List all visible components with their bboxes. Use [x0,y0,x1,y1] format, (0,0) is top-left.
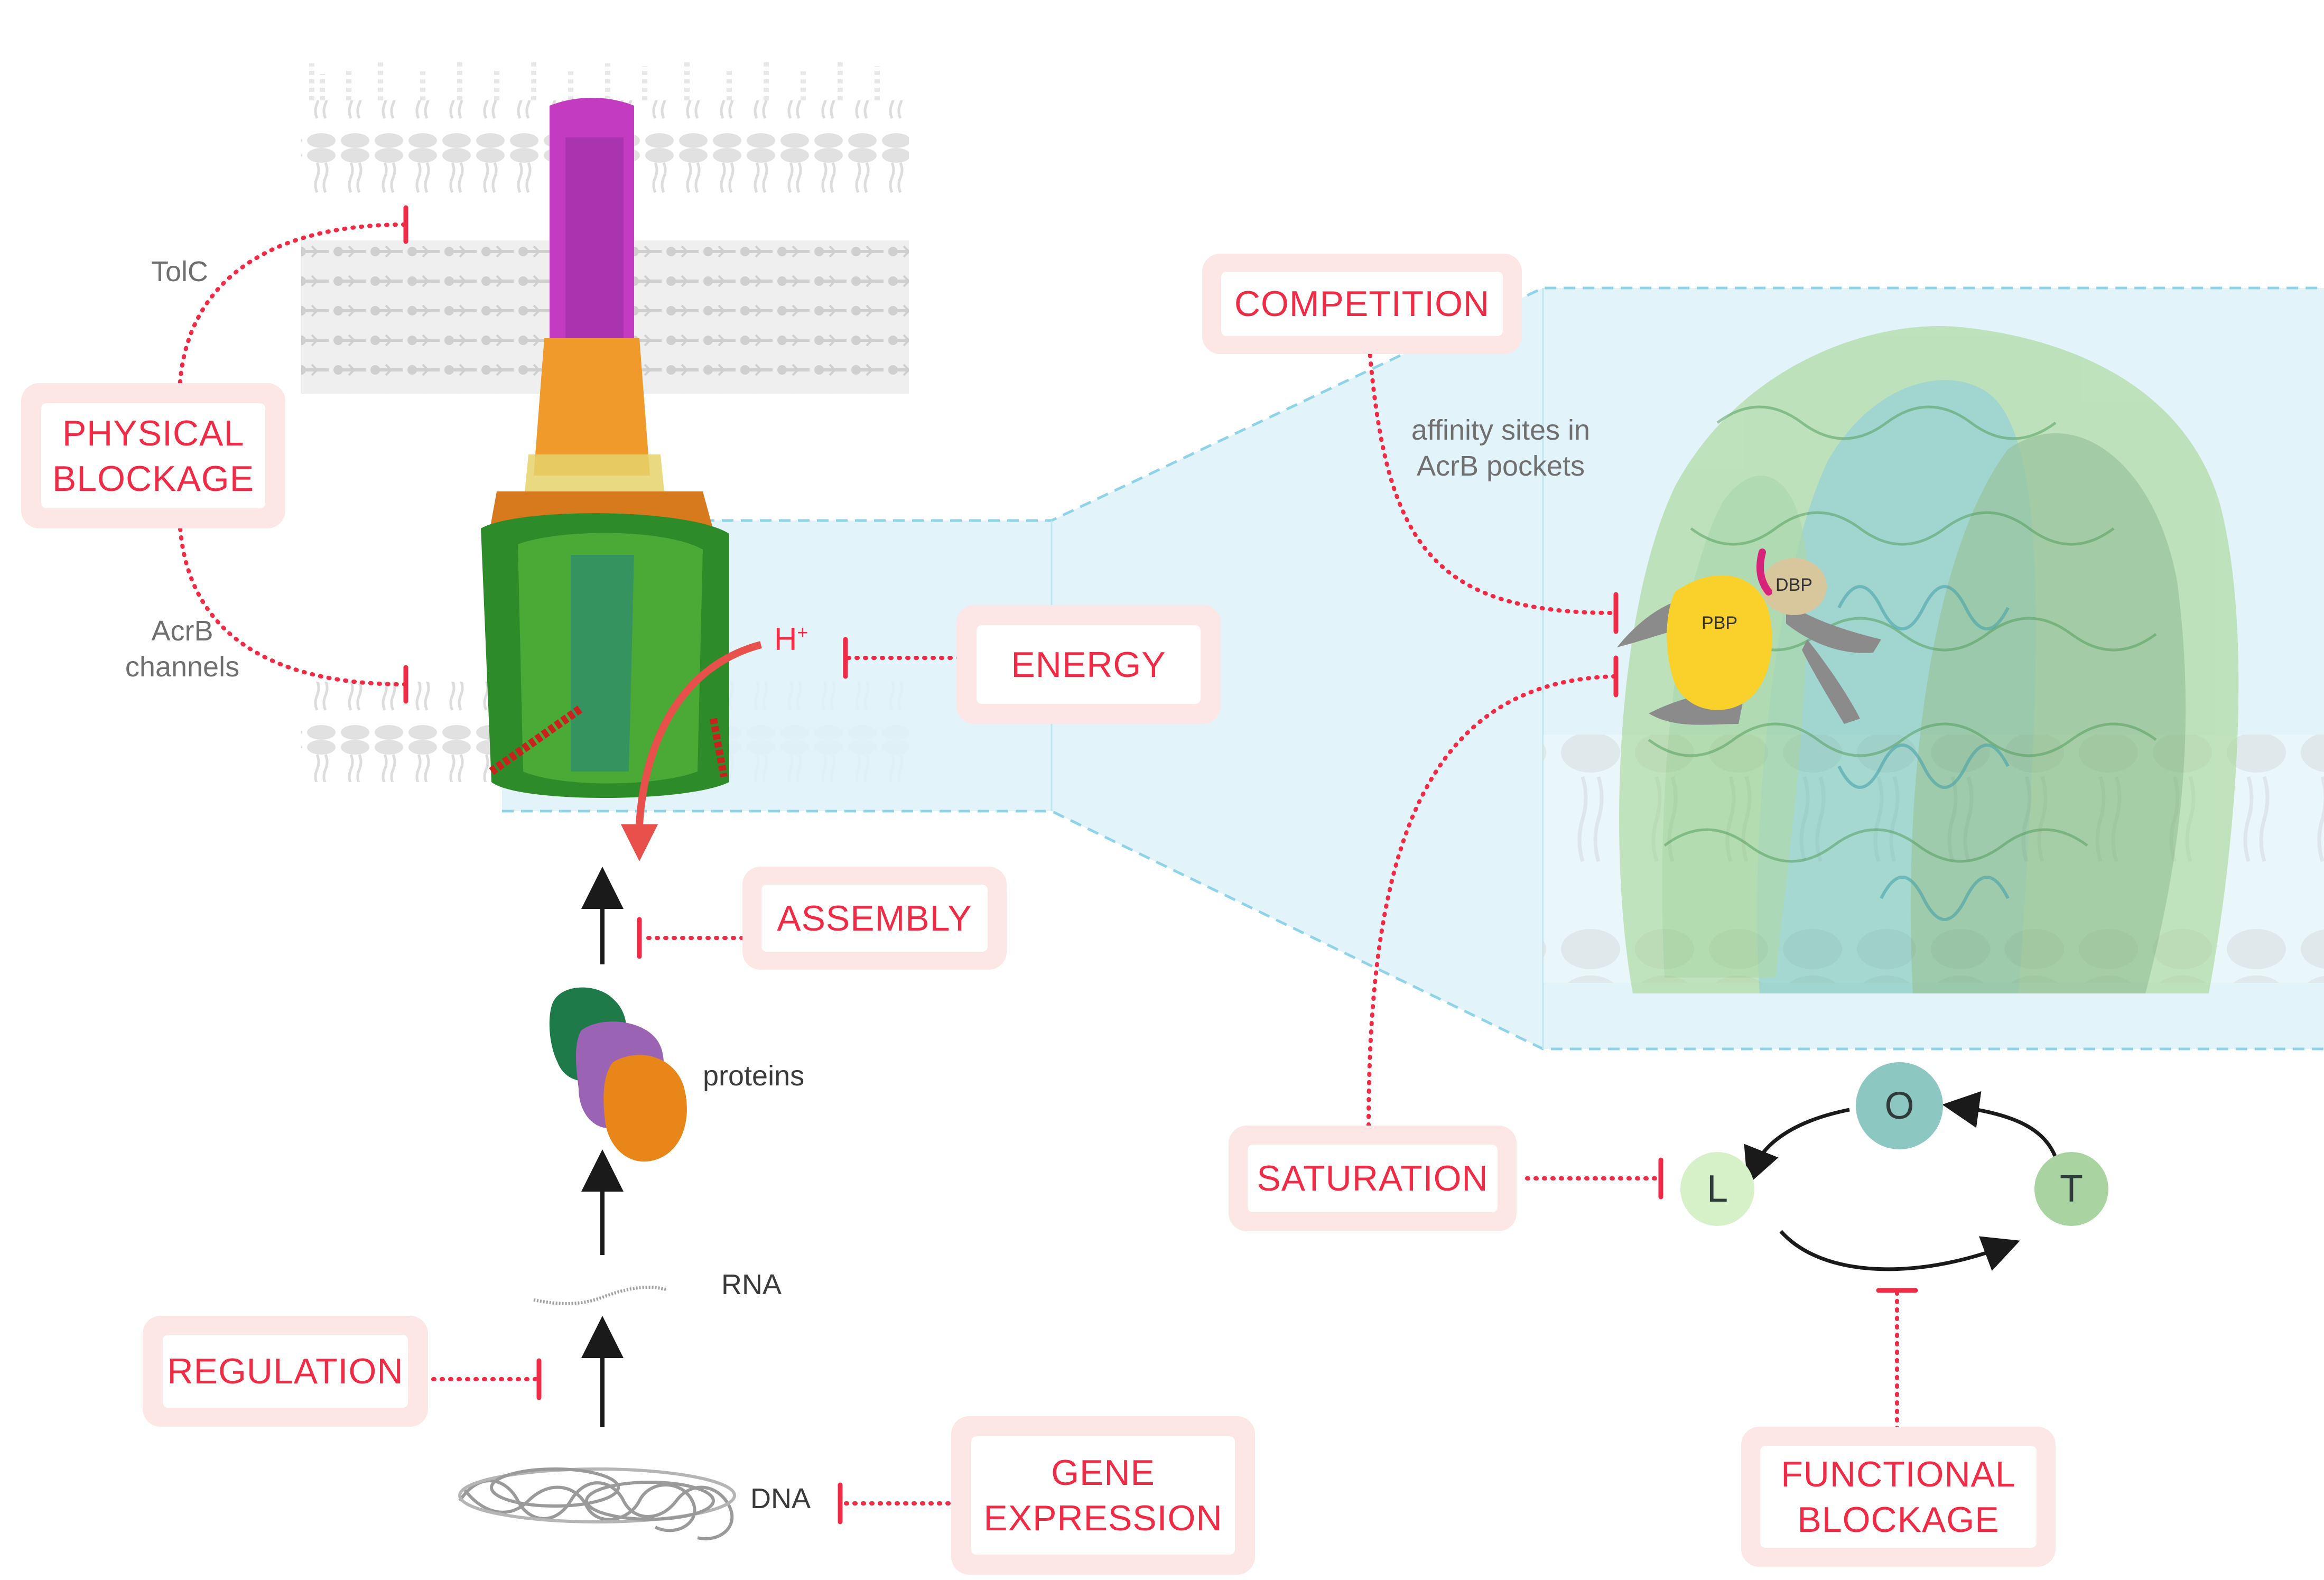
dna-label: DNA [750,1483,811,1514]
dna-graphic [458,1467,736,1540]
lps-layer [309,58,880,100]
affinity-sites-label: affinity sites in AcrB pockets [1411,414,1591,482]
rna-label: RNA [721,1269,782,1300]
proteins-label: proteins [703,1060,805,1092]
assembly-label: ASSEMBLY [761,885,988,952]
proton-arrow-head [621,824,658,861]
tolc-label: TolC [151,256,209,287]
pbp-label: PBP [1702,613,1738,633]
rna-graphic [533,1286,666,1305]
connector-physical-acrb [178,518,406,686]
saturation-label: SATURATION [1248,1145,1498,1212]
regulation-label: REGULATION [163,1335,408,1408]
regulation-box: REGULATION [143,1316,428,1427]
node-l: L [1680,1152,1754,1226]
energy-box: ENERGY [956,605,1221,724]
binding-pocket [1617,549,1881,725]
dbp-label: DBP [1775,575,1812,595]
saturation-box: SATURATION [1229,1126,1517,1231]
h-plus-label: H+ [774,621,808,657]
connector-saturation-vertical [1366,674,1616,1128]
acrb-channels-label: AcrB channels [125,615,240,683]
acrb-trimer-structure [1619,326,2239,994]
gene-expression-box: GENE EXPRESSION [951,1416,1255,1575]
node-t: T [2034,1152,2108,1226]
physical-blockage-box: PHYSICAL BLOCKAGE [21,383,285,528]
functional-blockage-label: FUNCTIONAL BLOCKAGE [1760,1446,2037,1548]
competition-box: COMPETITION [1202,254,1522,354]
arrow-l-to-t [1779,1230,2020,1271]
connector-competition [1366,336,1616,615]
assembly-box: ASSEMBLY [742,867,1007,970]
node-o: O [1856,1062,1943,1149]
arrow-t-to-o [1942,1091,2058,1158]
competition-label: COMPETITION [1221,272,1503,336]
proteins-graphic [549,987,687,1162]
connector-physical-tolc [178,222,406,391]
energy-label: ENERGY [977,625,1201,704]
functional-blockage-box: FUNCTIONAL BLOCKAGE [1741,1427,2056,1567]
gene-expression-label: GENE EXPRESSION [971,1436,1235,1555]
arrow-o-to-l [1744,1108,1850,1185]
physical-blockage-label: PHYSICAL BLOCKAGE [41,403,265,508]
